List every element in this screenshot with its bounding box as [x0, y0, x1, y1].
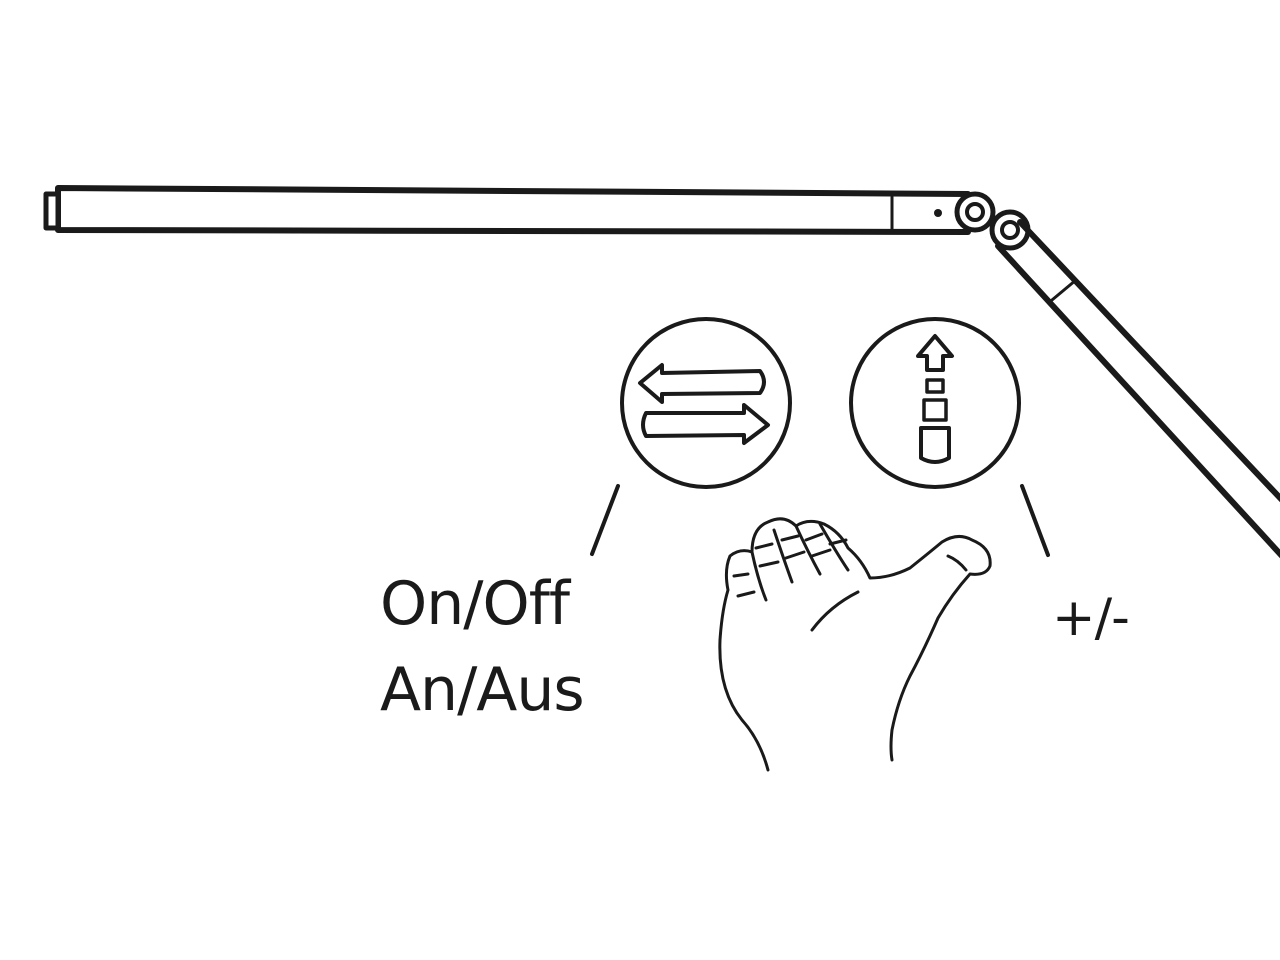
- slide-up-icon: [849, 317, 1021, 489]
- pointer-line-onoff: [590, 484, 620, 556]
- lamp-arm: [995, 219, 1280, 559]
- lamp-head-bar: [43, 185, 971, 235]
- pointer-line-plusminus: [1020, 484, 1050, 557]
- label-on-off-en: On/Off: [380, 569, 570, 639]
- label-plus-minus: +/-: [1052, 588, 1130, 648]
- label-on-off-de: An/Aus: [380, 655, 585, 725]
- swipe-left-right-icon: [620, 317, 792, 489]
- hand-icon: [718, 517, 992, 772]
